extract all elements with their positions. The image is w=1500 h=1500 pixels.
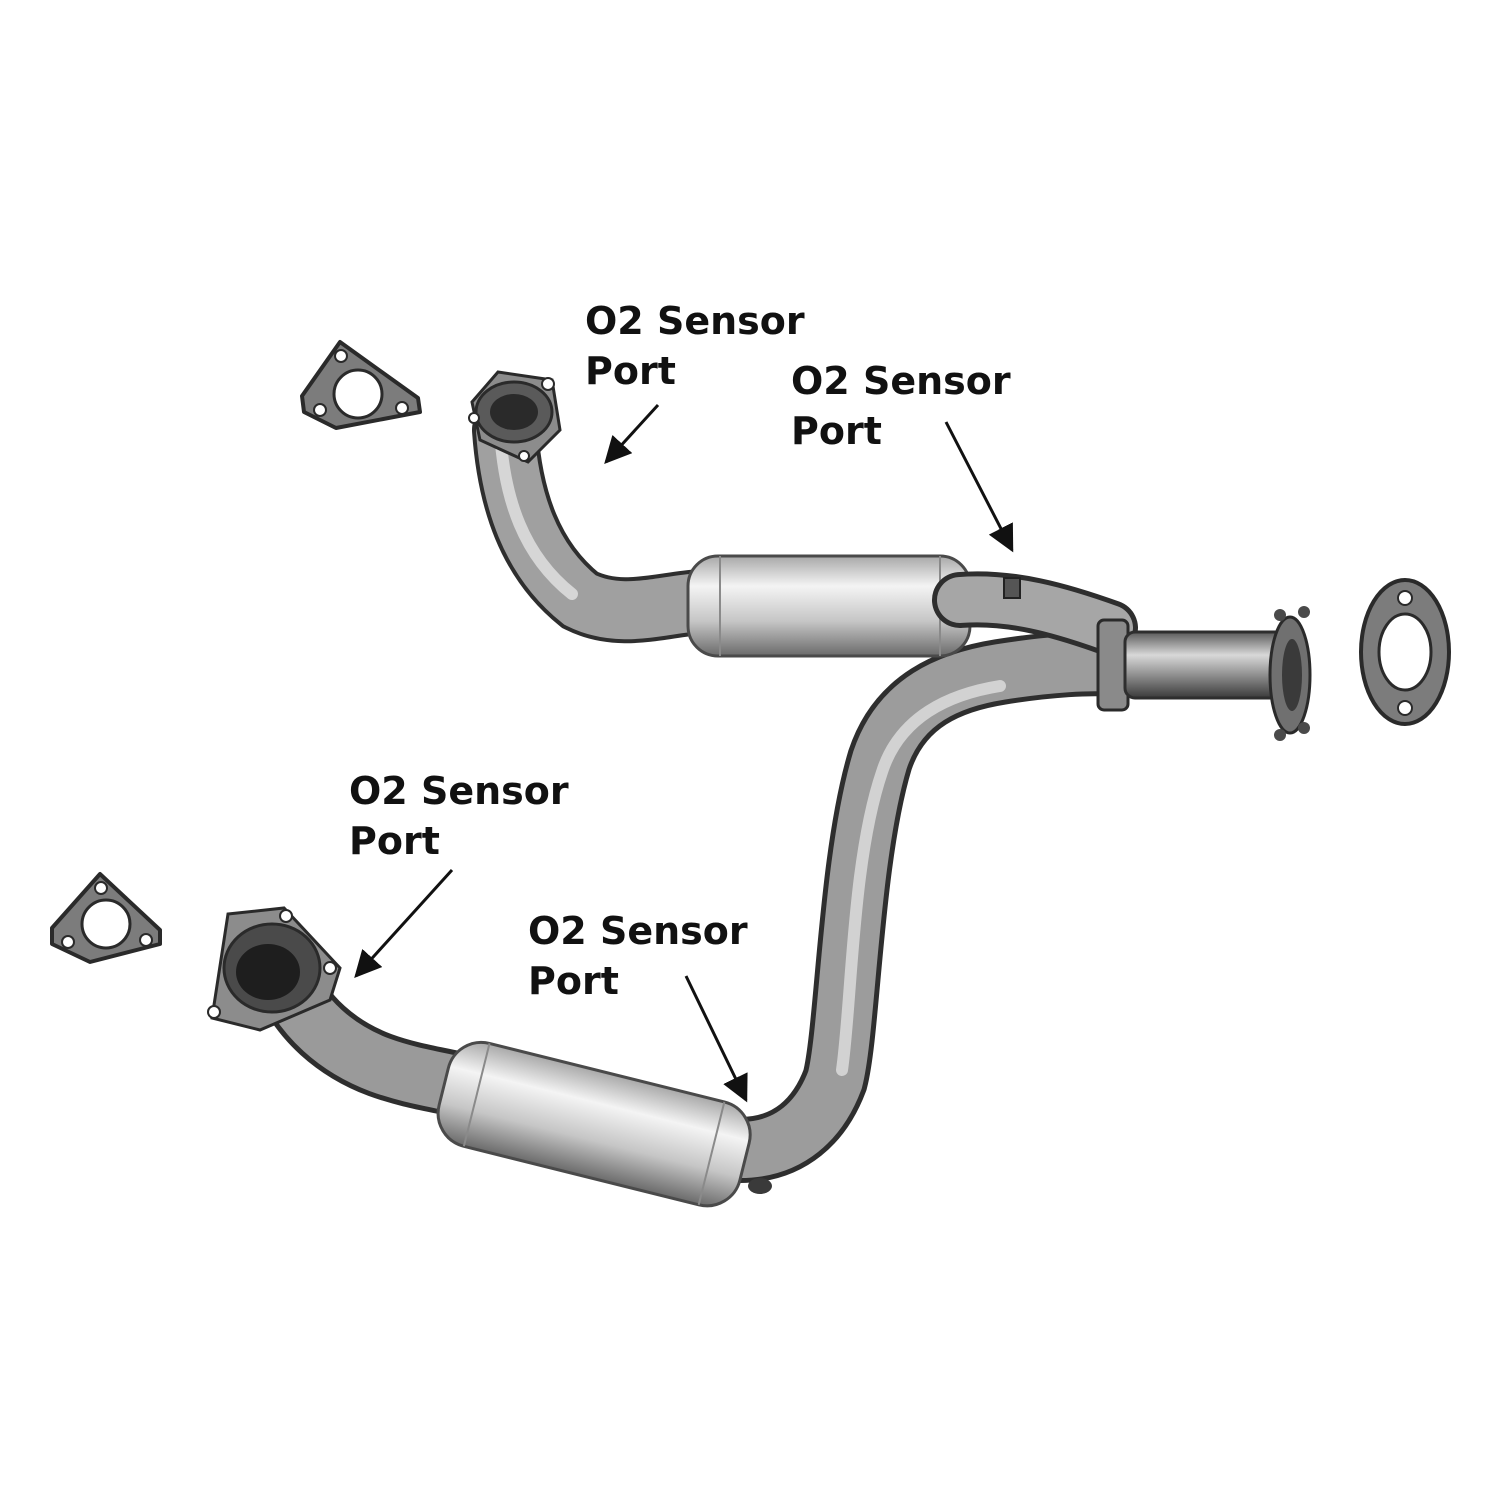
upper-branch-pipe [472, 397, 733, 644]
upper-inlet-flange [468, 370, 562, 464]
collector-and-outlet [1096, 606, 1312, 741]
gasket-lower-left [50, 872, 162, 964]
gasket-upper-left [300, 340, 422, 430]
lower-long-pipe [707, 630, 1148, 1183]
callout-arrow [944, 421, 1014, 553]
gasket-right [1359, 578, 1451, 726]
callout-arrow [684, 975, 748, 1103]
callout-line-2: Port [585, 349, 676, 393]
o2-sensor-port-callout: O2 Sensor Port [791, 356, 1011, 456]
callout-line-1: O2 Sensor [349, 769, 569, 813]
callout-line-2: Port [349, 819, 440, 863]
callout-line-1: O2 Sensor [585, 299, 805, 343]
callout-line-2: Port [791, 409, 882, 453]
callout-arrow [354, 868, 454, 979]
o2-sensor-port-callout: O2 Sensor Port [349, 766, 569, 866]
lower-catalytic-converter [436, 1040, 772, 1208]
callout-line-1: O2 Sensor [791, 359, 1011, 403]
o2-sensor-port-callout: O2 Sensor Port [585, 296, 805, 396]
callout-line-2: Port [528, 959, 619, 1003]
lower-inlet-flange [207, 906, 342, 1032]
upper-outlet-pipe [932, 571, 1138, 656]
o2-sensor-port-callout: O2 Sensor Port [528, 906, 748, 1006]
callout-arrow [604, 403, 660, 464]
callout-line-1: O2 Sensor [528, 909, 748, 953]
upper-catalytic-converter [686, 554, 972, 658]
